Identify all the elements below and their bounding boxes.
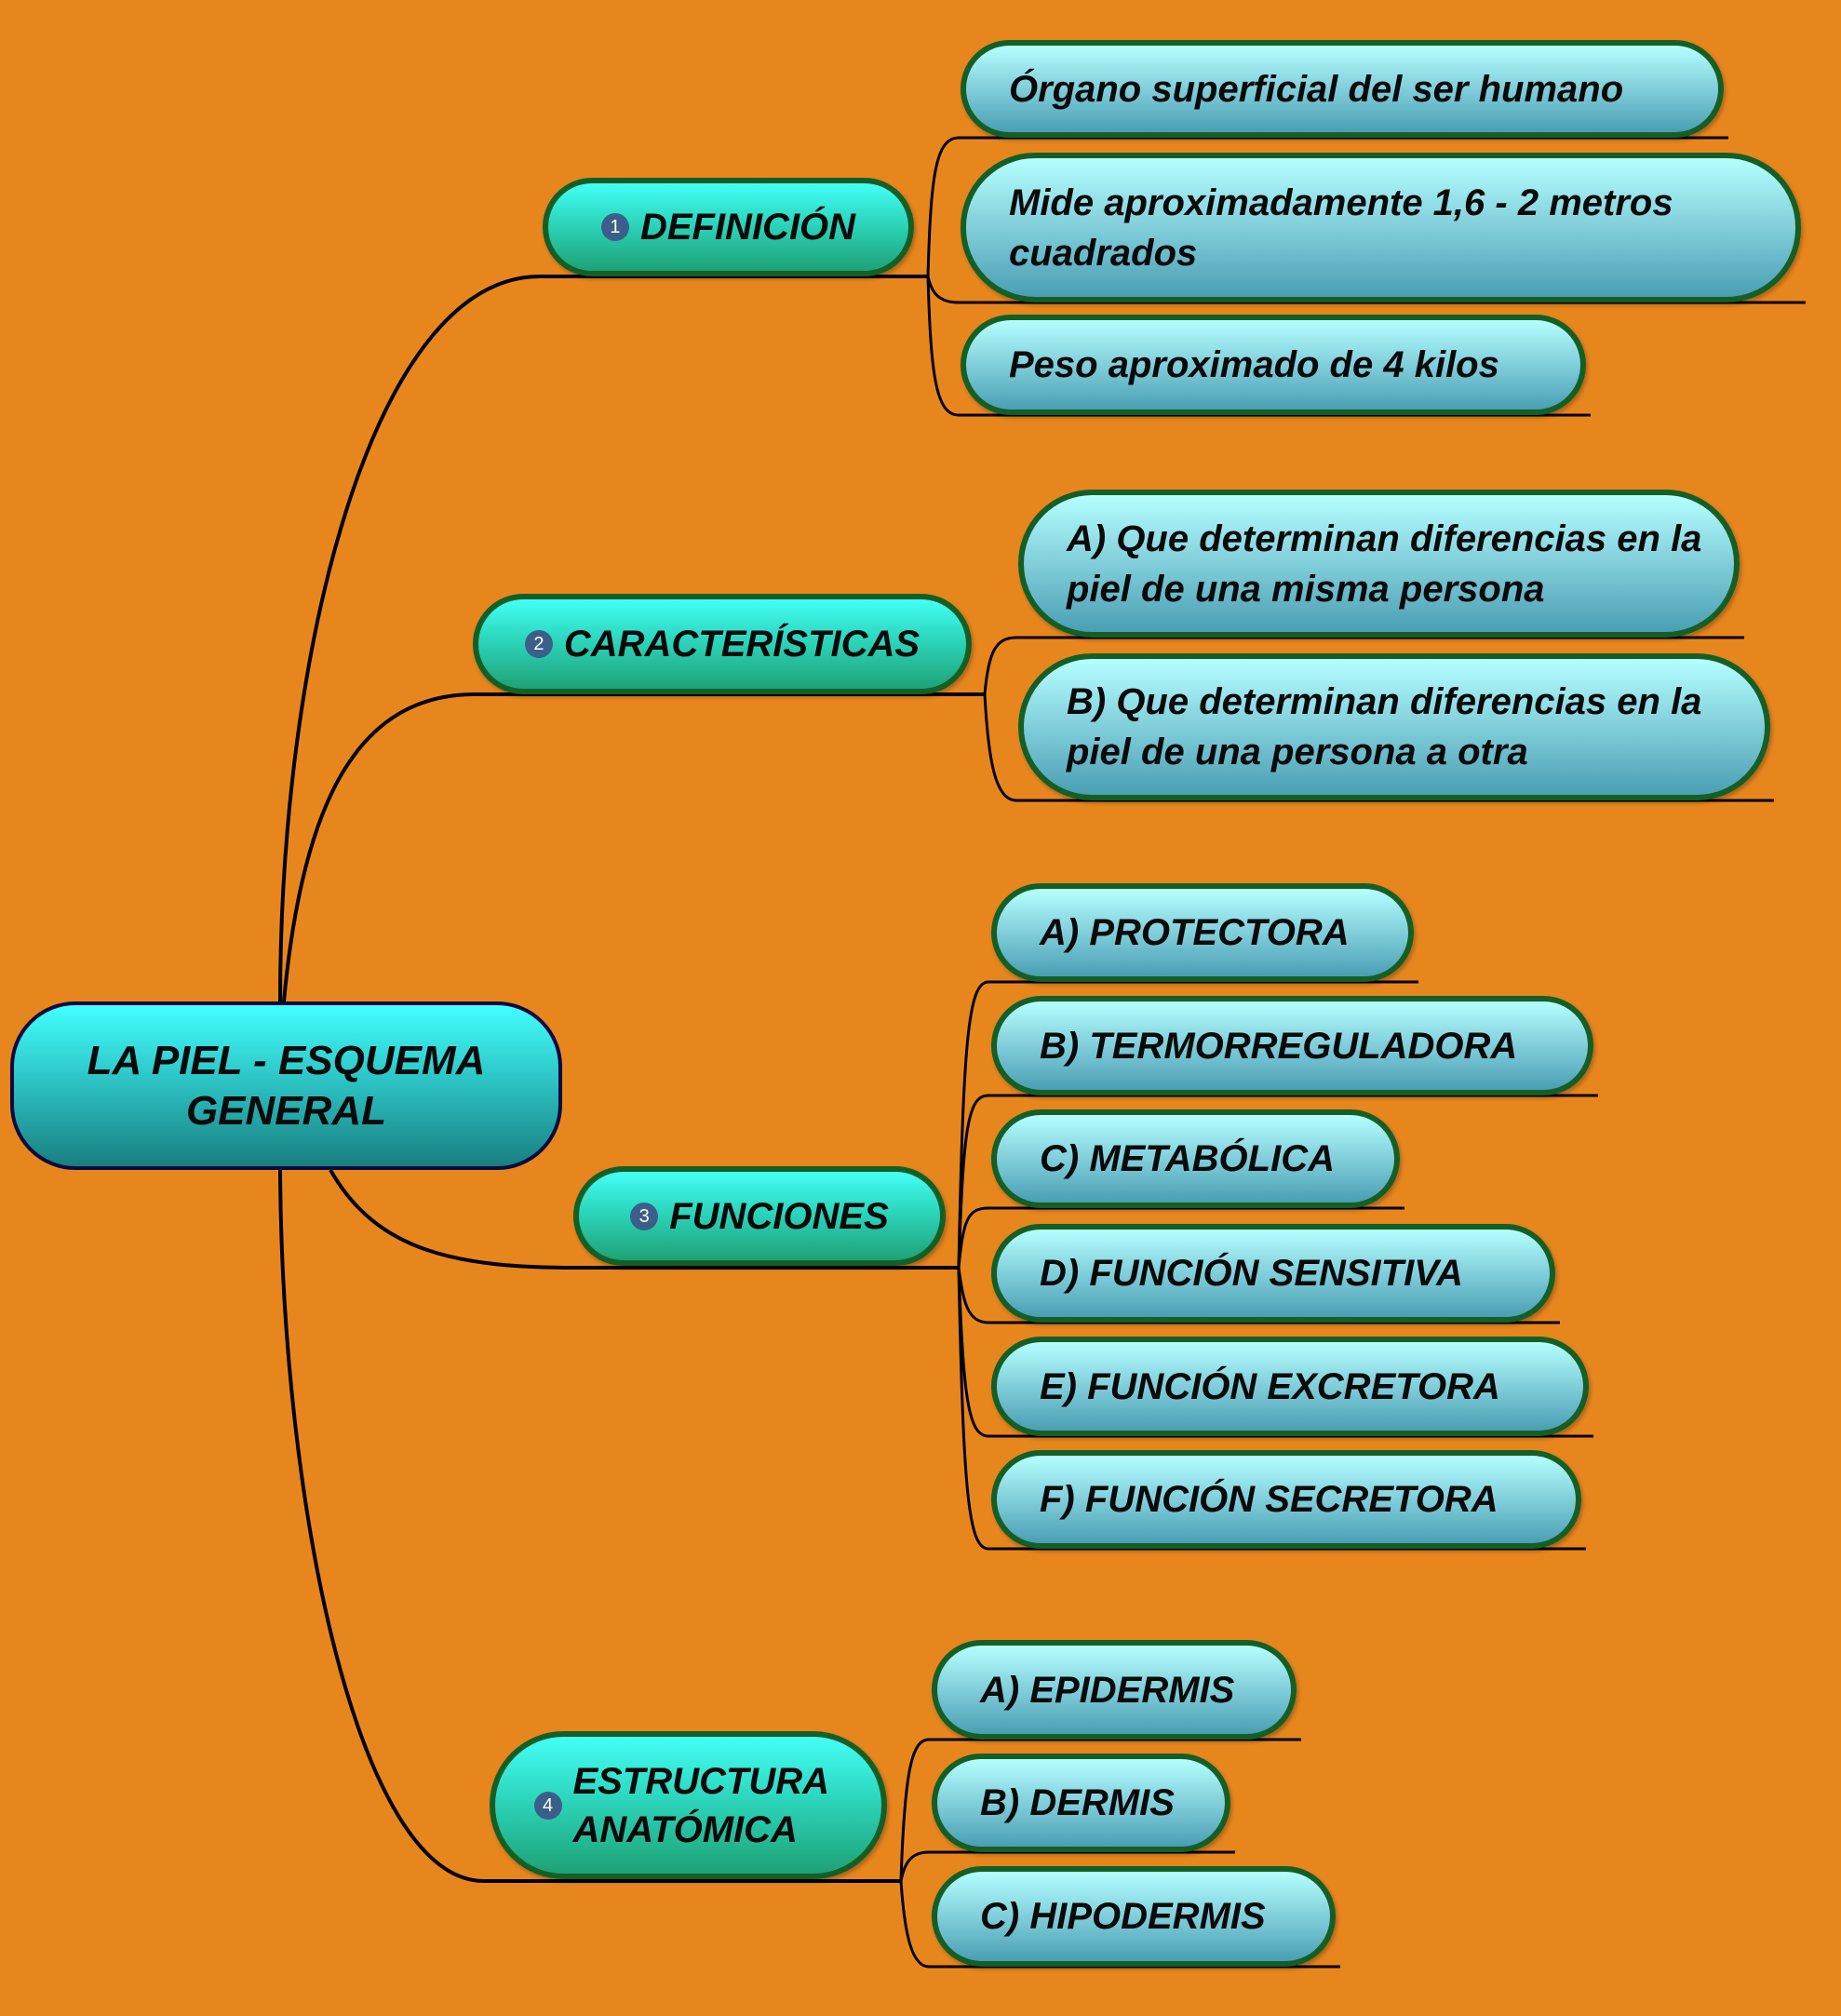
leaf-label: B) Que determinan diferencias en la piel… [1067,681,1702,773]
bracket-caracteristicas [983,636,1774,802]
leaf-label: A) Que determinan diferencias en la piel… [1067,517,1702,610]
leaf-protectora[interactable]: A) PROTECTORA [991,883,1414,982]
bracket-estructura [899,1738,1340,1969]
number-4-icon: 4 [533,1791,562,1820]
leaf-epidermis[interactable]: A) EPIDERMIS [932,1640,1297,1740]
leaf-label: Peso aproximado de 4 kilos [1009,344,1499,385]
branch-definicion[interactable]: 1 DEFINICIÓN [543,178,914,276]
leaf-label: F) FUNCIÓN SECRETORA [1040,1479,1498,1520]
leaf-caracteristicas-a[interactable]: A) Que determinan diferencias en la piel… [1018,490,1740,638]
bracket-definicion [926,136,1806,417]
connector-root-funciones [329,1169,959,1270]
connector-root-definicion [278,275,928,1002]
branch-funciones[interactable]: 3 FUNCIONES [573,1166,946,1266]
leaf-label: C) METABÓLICA [1040,1138,1335,1179]
number-3-icon: 3 [630,1202,659,1230]
branch-caracteristicas[interactable]: 2 CARACTERÍSTICAS [473,594,972,694]
branch-label: DEFINICIÓN [639,207,856,248]
leaf-label: Órgano superficial del ser humano [1009,68,1624,110]
root-node[interactable]: LA PIEL - ESQUEMA GENERAL [10,1001,562,1170]
leaf-peso[interactable]: Peso aproximado de 4 kilos [961,315,1586,415]
leaf-label: A) EPIDERMIS [980,1669,1235,1711]
leaf-label: C) HIPODERMIS [980,1896,1266,1937]
leaf-excretora[interactable]: E) FUNCIÓN EXCRETORA [991,1337,1589,1436]
bracket-funciones [957,980,1598,1551]
leaf-label: E) FUNCIÓN EXCRETORA [1040,1365,1500,1407]
leaf-organo[interactable]: Órgano superficial del ser humano [961,40,1724,138]
leaf-label: B) TERMORREGULADORA [1040,1025,1518,1067]
leaf-sensitiva[interactable]: D) FUNCIÓN SENSITIVA [991,1224,1555,1323]
leaf-dermis[interactable]: B) DERMIS [932,1754,1230,1852]
number-1-icon: 1 [600,213,629,241]
leaf-secretora[interactable]: F) FUNCIÓN SECRETORA [991,1450,1581,1549]
leaf-label: D) FUNCIÓN SENSITIVA [1040,1253,1463,1294]
number-2-icon: 2 [524,630,553,658]
branch-label: CARACTERÍSTICAS [563,624,920,665]
leaf-mide[interactable]: Mide aproximadamente 1,6 - 2 metros cuad… [961,153,1801,302]
leaf-hipodermis[interactable]: C) HIPODERMIS [932,1866,1336,1967]
root-label: LA PIEL - ESQUEMA GENERAL [87,1037,486,1134]
leaf-caracteristicas-b[interactable]: B) Que determinan diferencias en la piel… [1018,653,1770,800]
leaf-label: B) DERMIS [980,1782,1175,1823]
leaf-termorreguladora[interactable]: B) TERMORREGULADORA [991,996,1593,1095]
branch-estructura[interactable]: 4 ESTRUCTURA ANATÓMICA [490,1731,887,1879]
branch-label: FUNCIONES [669,1195,889,1237]
leaf-label: A) PROTECTORA [1040,912,1350,953]
leaf-metabolica[interactable]: C) METABÓLICA [991,1109,1400,1208]
connector-root-estructura [278,1169,901,1883]
leaf-label: Mide aproximadamente 1,6 - 2 metros cuad… [1009,181,1673,274]
connector-root-caracteristicas [282,692,985,1002]
branch-label: ESTRUCTURA ANATÓMICA [572,1760,828,1850]
